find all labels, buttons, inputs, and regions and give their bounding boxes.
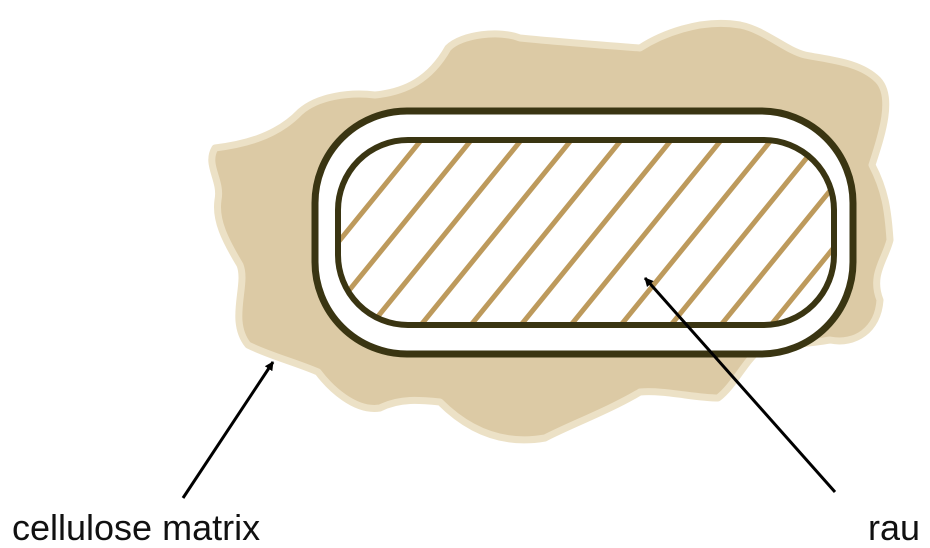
matrix-pointer-arrow	[183, 362, 273, 498]
cellulose-matrix-label: cellulose matrix	[12, 507, 260, 548]
cell-label: rau	[868, 507, 920, 548]
